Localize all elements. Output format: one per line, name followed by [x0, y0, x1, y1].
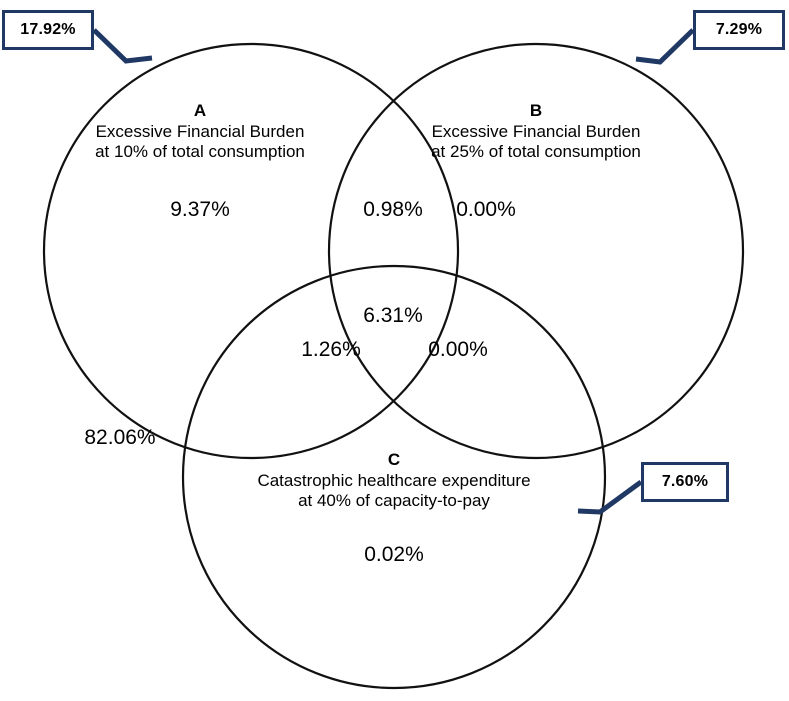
- callout-total-a: 17.92%: [2, 10, 94, 50]
- connector-line-a: [92, 28, 153, 64]
- circle-b: [327, 42, 745, 460]
- overlap-abc-value: 6.31%: [363, 304, 423, 327]
- overlap-bc-value: 0.00%: [428, 338, 488, 361]
- connector-line-c: [577, 479, 643, 515]
- circle-c: [181, 264, 607, 690]
- set-a-only-value: 9.37%: [170, 198, 230, 221]
- set-a-description-line2: at 10% of total consumption: [95, 142, 305, 162]
- connector-line-b: [635, 28, 695, 65]
- outside-value: 82.06%: [84, 426, 156, 449]
- set-b-description-line1: Excessive Financial Burden: [431, 121, 641, 141]
- set-a-label-block: A Excessive Financial Burden at 10% of t…: [75, 101, 325, 163]
- set-a-letter: A: [193, 101, 207, 120]
- callout-total-c: 7.60%: [641, 462, 729, 502]
- set-c-label-block: C Catastrophic healthcare expenditure at…: [224, 450, 564, 512]
- overlap-ab-value: 0.98%: [363, 198, 423, 221]
- set-c-description-line1: Catastrophic healthcare expenditure: [257, 470, 531, 490]
- callout-total-b: 7.29%: [693, 10, 785, 50]
- circle-a: [42, 42, 460, 460]
- set-b-only-value: 0.00%: [456, 198, 516, 221]
- set-a-description-line1: Excessive Financial Burden: [95, 121, 305, 141]
- overlap-ac-value: 1.26%: [301, 338, 361, 361]
- set-c-description-line2: at 40% of capacity-to-pay: [298, 491, 490, 511]
- set-b-description-line2: at 25% of total consumption: [431, 142, 641, 162]
- set-b-label-block: B Excessive Financial Burden at 25% of t…: [411, 101, 661, 163]
- set-c-only-value: 0.02%: [364, 543, 424, 566]
- set-c-letter: C: [387, 450, 401, 469]
- set-b-letter: B: [529, 101, 543, 120]
